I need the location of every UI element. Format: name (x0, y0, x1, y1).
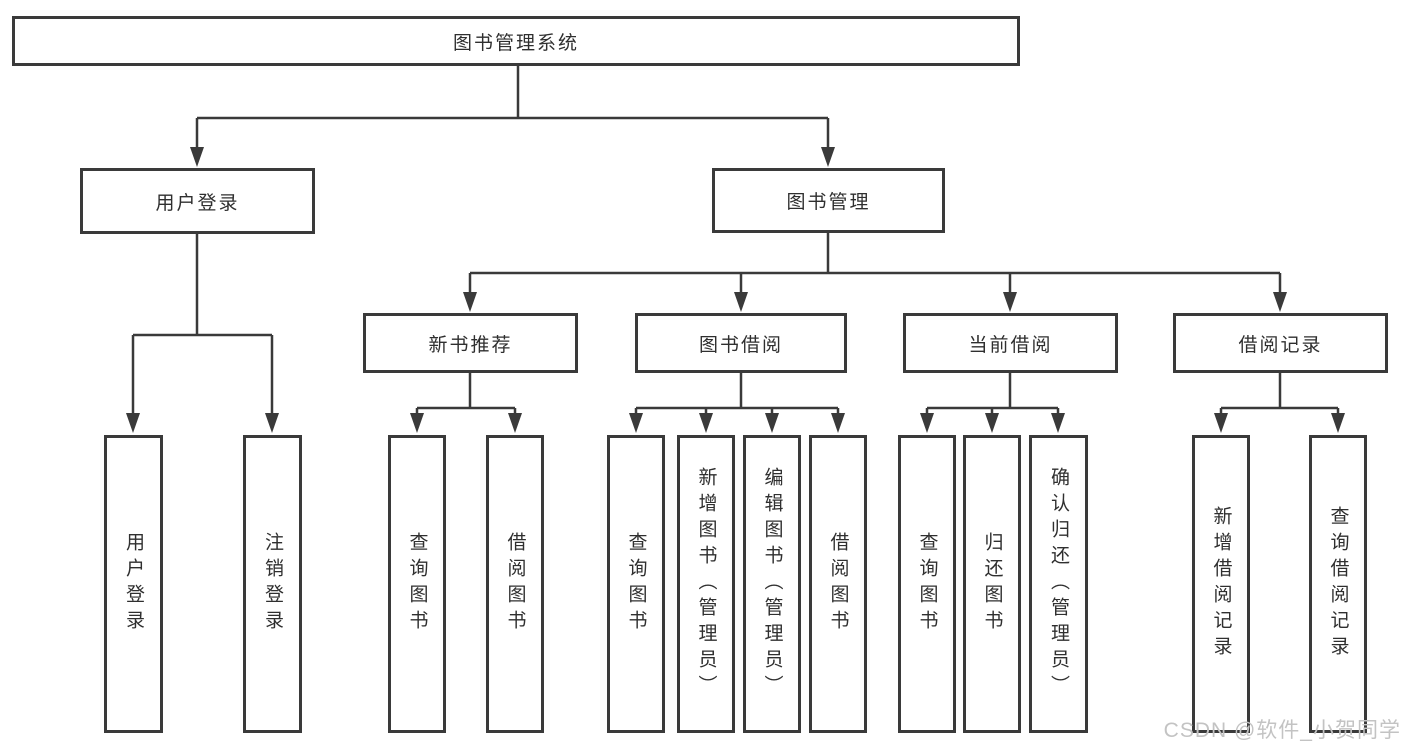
node-book-borrow: 图书借阅 (635, 313, 847, 373)
arrowheads (126, 147, 1345, 433)
leaf-label: 查询图书 (625, 532, 647, 636)
node-new-book-rec: 新书推荐 (363, 313, 578, 373)
leaf-label: 新增借阅记录 (1210, 506, 1232, 662)
leaf-add-books-admin: 新增图书（管理员） (677, 435, 735, 733)
node-current-borrow: 当前借阅 (903, 313, 1118, 373)
node-borrow-records: 借阅记录 (1173, 313, 1388, 373)
leaf-confirm-return-admin: 确认归还（管理员） (1029, 435, 1088, 733)
connector-book-mgmt (468, 233, 1282, 293)
leaf-borrow-books-2: 借阅图书 (809, 435, 867, 733)
node-book-mgmt: 图书管理 (712, 168, 945, 233)
leaf-label: 查询借阅记录 (1327, 506, 1349, 662)
node-book-mgmt-label: 图书管理 (786, 192, 871, 213)
node-user-login: 用户登录 (80, 168, 315, 234)
leaf-label: 借阅图书 (827, 532, 849, 636)
node-new-book-rec-label: 新书推荐 (428, 334, 513, 356)
leaf-borrow-books-1: 借阅图书 (486, 435, 544, 733)
leaf-query-books-1: 查询图书 (388, 435, 446, 733)
leaf-label: 新增图书（管理员） (695, 467, 717, 701)
leaf-label: 确认归还（管理员） (1048, 467, 1069, 701)
leaf-edit-books-admin: 编辑图书（管理员） (743, 435, 801, 733)
leaf-add-borrow-record: 新增借阅记录 (1192, 435, 1250, 733)
leaf-logout: 注销登录 (243, 435, 302, 733)
connector-user-login (131, 234, 274, 414)
node-user-login-label: 用户登录 (155, 192, 240, 214)
leaf-label: 编辑图书（管理员） (761, 467, 783, 701)
watermark: CSDN @软件_小贺同学 (1163, 719, 1401, 742)
node-root: 图书管理系统 (12, 16, 1020, 66)
leaf-user-login: 用户登录 (104, 435, 163, 733)
leaf-label: 用户登录 (123, 532, 144, 636)
leaf-label: 注销登录 (262, 532, 283, 636)
leaf-query-books-2: 查询图书 (607, 435, 665, 733)
leaf-return-books: 归还图书 (963, 435, 1021, 733)
node-root-label: 图书管理系统 (452, 32, 579, 54)
connector-borrow-records (1219, 373, 1340, 414)
connector-book-borrow (634, 373, 840, 414)
leaf-label: 借阅图书 (504, 532, 526, 636)
node-current-borrow-label: 当前借阅 (968, 334, 1053, 356)
leaf-query-books-3: 查询图书 (898, 435, 956, 733)
leaf-label: 查询图书 (406, 532, 428, 636)
connector-new-book-rec (415, 373, 517, 414)
leaf-label: 归还图书 (981, 532, 1003, 636)
node-borrow-records-label: 借阅记录 (1238, 334, 1323, 356)
connector-root (195, 66, 830, 150)
connector-current-borrow (925, 373, 1060, 414)
leaf-query-borrow-record: 查询借阅记录 (1309, 435, 1367, 733)
node-book-borrow-label: 图书借阅 (698, 334, 783, 356)
leaf-label: 查询图书 (916, 532, 938, 636)
